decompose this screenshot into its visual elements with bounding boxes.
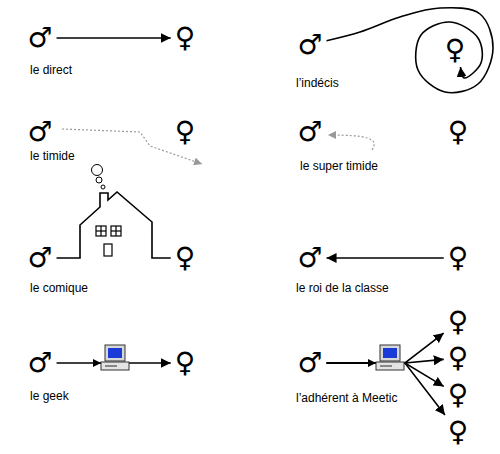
gender-symbol: ♀ xyxy=(175,244,196,272)
gender-symbol: ♂ xyxy=(27,349,52,377)
caption-label: le roi de la classe xyxy=(296,282,389,295)
gender-symbol-node: ♀ xyxy=(447,244,470,272)
caption-label: le direct xyxy=(30,64,72,77)
gender-symbol-node: ♂ xyxy=(26,244,53,272)
gender-symbol-node: ♂ xyxy=(296,31,323,59)
connector-arrow xyxy=(327,333,444,363)
caption-label: le timide xyxy=(30,150,75,163)
caption-label: l’adhérent à Meetic xyxy=(296,392,397,405)
house-details xyxy=(96,226,121,256)
super-timid-dotted-path xyxy=(328,135,374,150)
thought-bubble xyxy=(92,165,106,190)
gender-symbol: ♂ xyxy=(27,24,52,52)
gender-symbol-node: ♂ xyxy=(26,24,53,52)
gender-symbol: ♂ xyxy=(297,118,322,146)
gender-symbol-node: ♂ xyxy=(26,118,53,146)
caption-label: le super timide xyxy=(300,160,378,173)
caption-label: le comique xyxy=(30,282,88,295)
gender-symbol-node: ♀ xyxy=(447,344,470,372)
gender-symbol: ♂ xyxy=(27,118,52,146)
gender-symbol: ♀ xyxy=(448,244,469,272)
connector-arrow xyxy=(327,257,444,259)
gender-symbol: ♀ xyxy=(175,349,196,377)
arrow-head xyxy=(368,359,376,367)
gender-symbol-node: ♀ xyxy=(447,308,470,336)
connector-arrow xyxy=(327,8,493,93)
gender-symbol: ♀ xyxy=(175,118,196,146)
gender-symbol-node: ♂ xyxy=(26,349,53,377)
gender-symbol: ♂ xyxy=(297,349,322,377)
connector-arrow xyxy=(327,363,445,415)
caption-label: le geek xyxy=(30,390,69,403)
gender-symbol-node: ♀ xyxy=(447,381,470,409)
gender-symbol-node: ♂ xyxy=(296,349,323,377)
gender-symbol-node: ♂ xyxy=(296,118,323,146)
gender-symbol: ♀ xyxy=(445,36,466,64)
gender-symbol-node: ♀ xyxy=(444,36,467,64)
gender-symbol: ♀ xyxy=(448,418,469,446)
connector-arrow xyxy=(57,192,171,258)
gender-symbol: ♂ xyxy=(297,31,322,59)
connector-arrow xyxy=(57,37,171,39)
gender-symbol: ♀ xyxy=(175,24,196,52)
gender-symbol: ♂ xyxy=(27,244,52,272)
connector-arrow xyxy=(327,363,444,386)
computer-icon xyxy=(101,345,129,370)
gender-symbol-node: ♀ xyxy=(174,24,197,52)
caption-label: l’indécis xyxy=(296,77,339,90)
computer-icon xyxy=(376,345,404,370)
gender-symbol-node: ♀ xyxy=(447,418,470,446)
gender-symbol-node: ♀ xyxy=(174,244,197,272)
gender-symbol: ♀ xyxy=(448,308,469,336)
arrow-head xyxy=(93,359,101,367)
gender-symbol-node: ♀ xyxy=(447,118,470,146)
gender-symbol: ♀ xyxy=(448,381,469,409)
gender-symbol-node: ♂ xyxy=(296,244,323,272)
gender-symbol-node: ♀ xyxy=(174,349,197,377)
gender-symbol: ♀ xyxy=(448,344,469,372)
gender-symbol-node: ♀ xyxy=(174,118,197,146)
gender-symbol: ♀ xyxy=(448,118,469,146)
gender-symbol: ♂ xyxy=(297,244,322,272)
